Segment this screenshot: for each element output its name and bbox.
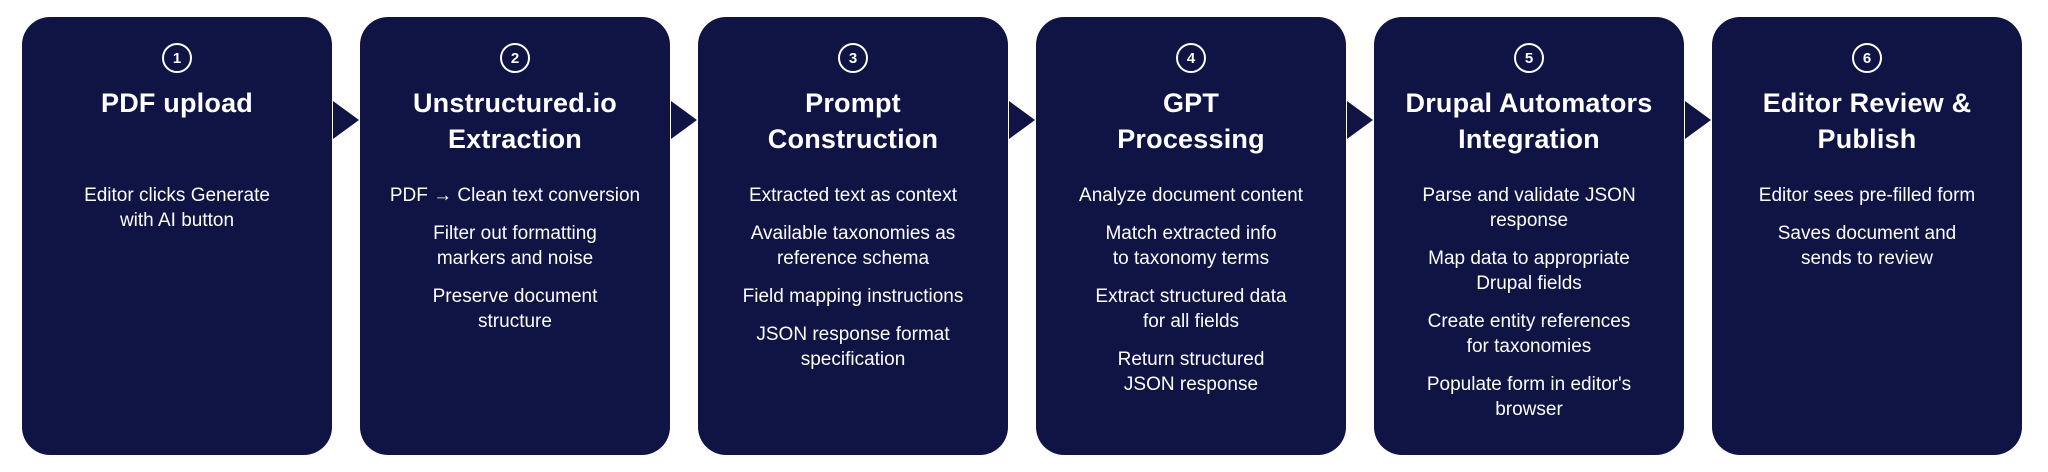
step-description: Populate form in editor's browser [1426,374,1632,420]
step-body: Extracted text as context Available taxo… [717,183,989,385]
step-body: Parse and validate JSON response Map dat… [1393,183,1665,435]
step-card-2: 2 Unstructured.io Extraction PDF → Clean… [360,17,697,455]
step-header: 6 Editor Review & Publish [1731,43,2003,183]
step-number-badge: 1 [162,43,192,73]
arrow-right-icon [333,101,359,139]
step-title: Unstructured.io Extraction [412,88,617,154]
step-number: 2 [510,49,520,67]
step-number-badge: 5 [1514,43,1544,73]
step-header: 5 Drupal Automators Integration [1393,43,1665,183]
step-number: 5 [1524,49,1534,67]
step-description: Saves document and sends to review [1777,223,1957,269]
step-description: Filter out formatting markers and noise [433,223,597,269]
step-description: Analyze document content [1079,185,1303,206]
step-card-6: 6 Editor Review & Publish Editor sees pr… [1712,17,2022,455]
step-number-badge: 2 [500,43,530,73]
step-number-badge: 6 [1852,43,1882,73]
step-body: PDF → Clean text conversion Filter out f… [379,183,651,347]
step-number: 6 [1862,49,1872,67]
step-title: PDF upload [101,88,253,118]
step-card-5: 5 Drupal Automators Integration Parse an… [1374,17,1711,455]
step-card-1: 1 PDF upload Editor clicks Generate with… [22,17,359,455]
step-description: Editor sees pre-filled form [1758,185,1976,206]
step-card-3: 3 Prompt Construction Extracted text as … [698,17,1035,455]
step-title: GPT Processing [1117,88,1265,154]
step-header: 1 PDF upload [41,43,313,183]
step-header: 3 Prompt Construction [717,43,989,183]
arrow-right-icon [1009,101,1035,139]
step-card-4: 4 GPT Processing Analyze document conten… [1036,17,1373,455]
step-description: Map data to appropriate Drupal fields [1428,248,1630,294]
arrow-right-icon [671,101,697,139]
step-description: Field mapping instructions [742,286,964,307]
step-number: 4 [1186,49,1196,67]
step-description: PDF → Clean text conversion [389,185,641,206]
step-description: Return structured JSON response [1117,349,1265,395]
arrow-right-icon [1685,101,1711,139]
step-description: Extract structured data for all fields [1095,286,1287,332]
step-number: 3 [848,49,858,67]
step-header: 2 Unstructured.io Extraction [379,43,651,183]
step-body: Editor clicks Generate with AI button [41,183,313,246]
step-title: Editor Review & Publish [1762,88,1972,154]
step-number-badge: 4 [1176,43,1206,73]
step-body: Analyze document content Match extracted… [1055,183,1327,410]
step-number: 1 [172,49,182,67]
step-description: Parse and validate JSON response [1422,185,1636,231]
step-title: Prompt Construction [767,88,939,154]
step-description: Available taxonomies as reference schema [750,223,956,269]
step-title: Drupal Automators Integration [1405,88,1653,154]
step-description: Create entity references for taxonomies [1427,311,1631,357]
step-header: 4 GPT Processing [1055,43,1327,183]
step-body: Editor sees pre-filled form Saves docume… [1731,183,2003,284]
step-description: Editor clicks Generate with AI button [84,185,270,231]
step-description: Extracted text as context [748,185,958,206]
step-description: JSON response format specification [756,324,950,370]
step-description: Match extracted info to taxonomy terms [1105,223,1277,269]
arrow-right-icon [1347,101,1373,139]
step-number-badge: 3 [838,43,868,73]
step-description: Preserve document structure [432,286,598,332]
